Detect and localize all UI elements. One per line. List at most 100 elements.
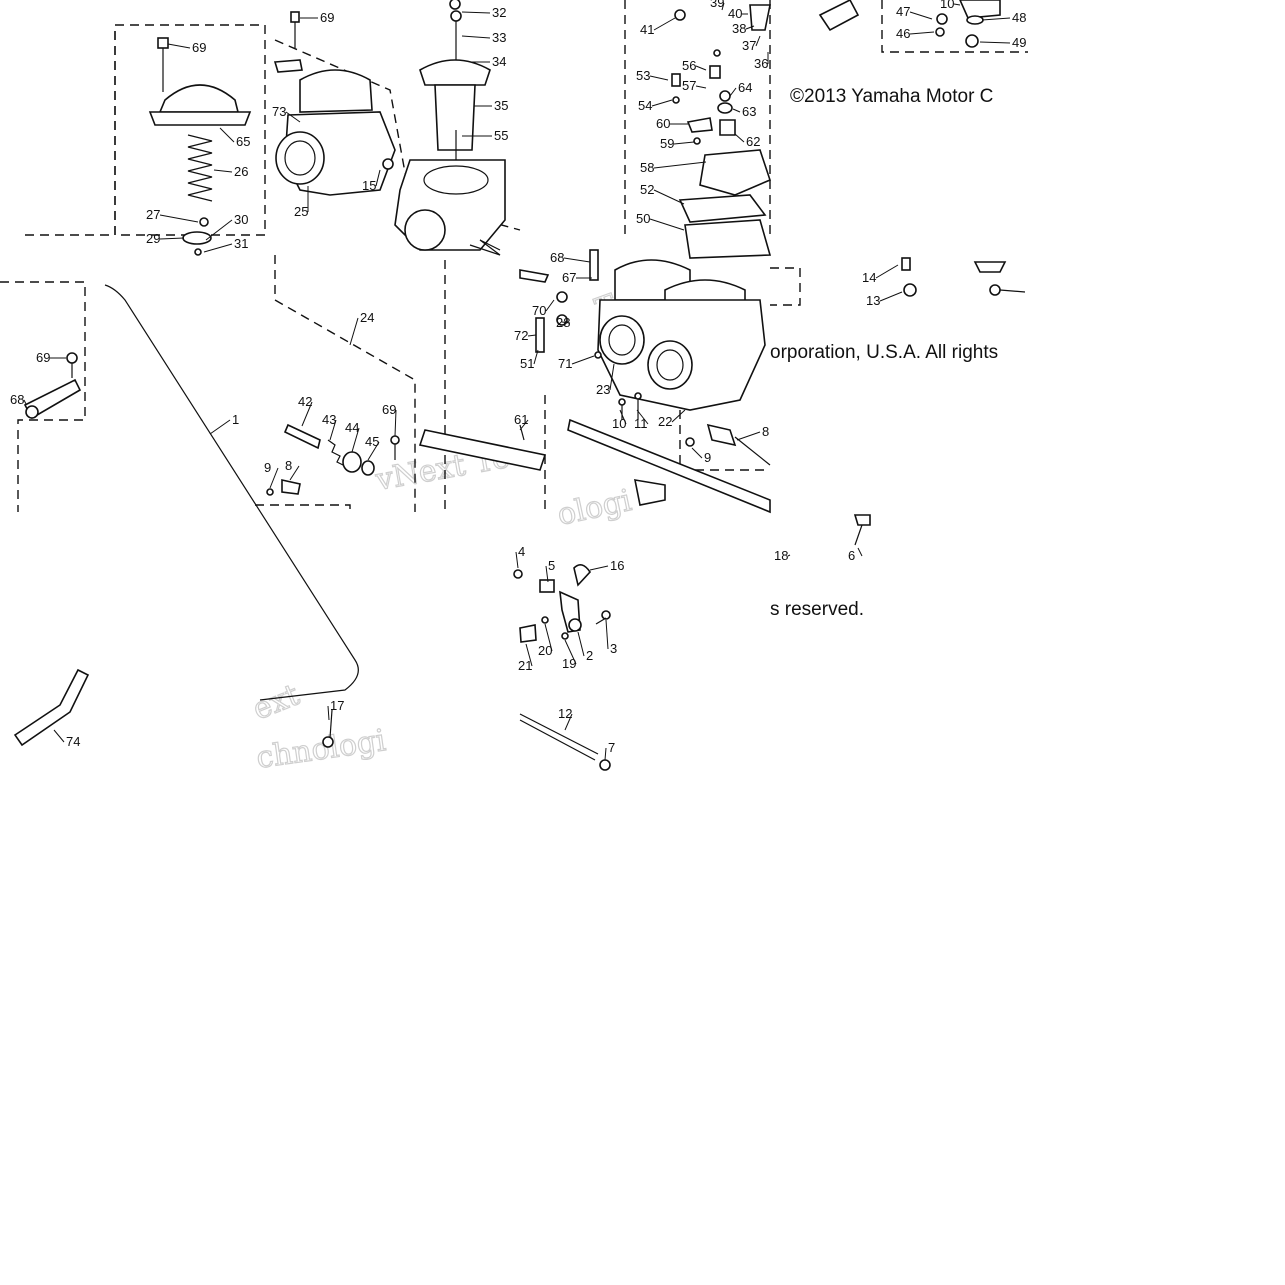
callout-label: 48 <box>1012 10 1026 25</box>
callout-leader <box>167 43 191 49</box>
callout-label: 36 <box>754 56 768 71</box>
callout-leader <box>909 11 933 20</box>
callout-label: 70 <box>532 303 546 318</box>
callout-leader <box>981 17 1011 21</box>
callout-leader <box>327 705 330 721</box>
callout-label: 38 <box>732 21 746 36</box>
callout-leader <box>203 243 233 253</box>
callout-leader <box>736 431 761 441</box>
callout-leader <box>636 409 649 425</box>
callout-leader <box>545 565 549 583</box>
callout-label: 52 <box>640 182 654 197</box>
callout-leader <box>649 75 669 81</box>
callout-label: 56 <box>682 58 696 73</box>
callout-label: 8 <box>285 458 292 473</box>
callout-leader <box>269 467 279 489</box>
callout-leader <box>351 427 360 453</box>
callout-leader <box>729 87 737 97</box>
callout-label: 29 <box>146 231 160 246</box>
callout-label: 43 <box>322 412 336 427</box>
watermark-chnologi: chnologi <box>254 723 388 776</box>
callout-label: 60 <box>656 116 670 131</box>
callout-label: 22 <box>658 414 672 429</box>
callout-leader <box>653 17 676 31</box>
callout-label: 1 <box>232 412 239 427</box>
callout-label: 24 <box>360 310 374 325</box>
callout-label: 59 <box>660 136 674 151</box>
callout-leader <box>515 551 519 569</box>
callout-leader <box>564 713 573 731</box>
callout-label: 6 <box>848 548 855 563</box>
callout-label: 25 <box>294 204 308 219</box>
callout-leader <box>755 35 761 47</box>
callout-leader <box>695 85 707 89</box>
callout-label: 67 <box>562 270 576 285</box>
callout-label: 63 <box>742 104 756 119</box>
callout-label: 27 <box>146 207 160 222</box>
callout-leader <box>219 127 235 143</box>
callout-label: 71 <box>558 356 572 371</box>
callout-leader <box>375 169 381 187</box>
twin-carburetor-assembly <box>519 249 771 514</box>
callout-label: 74 <box>66 734 80 749</box>
callout-leader <box>589 565 609 571</box>
callout-label: 65 <box>236 134 250 149</box>
callout-leader <box>519 419 529 431</box>
callout-label: 49 <box>1012 35 1026 50</box>
callout-leader <box>732 108 741 113</box>
callout-label: 39 <box>710 0 724 10</box>
callout-leader <box>564 639 577 665</box>
callout-leader <box>653 161 707 169</box>
callout-leader <box>209 419 231 435</box>
callout-leader <box>734 133 745 143</box>
callout-leader <box>671 409 686 423</box>
callout-leader <box>301 401 313 427</box>
callout-label: 5 <box>548 558 555 573</box>
copyright-line-3: s reserved. <box>770 599 864 620</box>
callout-label: 9 <box>264 460 271 475</box>
callout-leader <box>653 189 685 205</box>
callout-label: 10 <box>612 416 626 431</box>
watermark-ext: ext <box>248 677 304 727</box>
callout-leader <box>609 363 615 391</box>
callout-label: 44 <box>345 420 359 435</box>
callout-label: 69 <box>382 402 396 417</box>
callout-leader <box>561 321 571 324</box>
link-lever-group <box>513 514 871 771</box>
watermark-ologi: ologi <box>554 483 634 533</box>
callout-label: 19 <box>562 656 576 671</box>
diaphragm-cover-group <box>148 37 252 256</box>
callout-leader <box>604 747 607 761</box>
callout-leader <box>649 218 685 231</box>
callout-leader <box>721 2 725 11</box>
callout-leader <box>857 547 863 557</box>
callout-leader <box>394 409 397 437</box>
callout-label: 10 <box>940 0 954 11</box>
callout-label: 42 <box>298 394 312 409</box>
callout-label: 73 <box>272 104 286 119</box>
callout-leader <box>879 291 903 302</box>
copyright-line-1: ©2013 Yamaha Motor C <box>790 86 993 107</box>
callout-label: 9 <box>704 450 711 465</box>
callout-label: 26 <box>234 164 248 179</box>
callout-label: 69 <box>192 40 206 55</box>
callout-label: 4 <box>518 544 525 559</box>
callout-leader <box>563 257 591 263</box>
callout-label: 57 <box>682 78 696 93</box>
callout-label: 30 <box>234 212 248 227</box>
callout-label: 47 <box>896 4 910 19</box>
carburetor-body-group <box>273 0 506 256</box>
callout-label: 21 <box>518 658 532 673</box>
float-bowl-group <box>671 0 1026 297</box>
callout-label: 54 <box>638 98 652 113</box>
callout-label: 11 <box>634 416 648 431</box>
callout-leader <box>23 399 27 405</box>
callout-leader <box>159 237 185 240</box>
callout-label: 28 <box>556 315 570 330</box>
callout-label: 51 <box>520 356 534 371</box>
callout-label: 58 <box>640 160 654 175</box>
callout-label: 31 <box>234 236 248 251</box>
callout-label: 14 <box>862 270 876 285</box>
